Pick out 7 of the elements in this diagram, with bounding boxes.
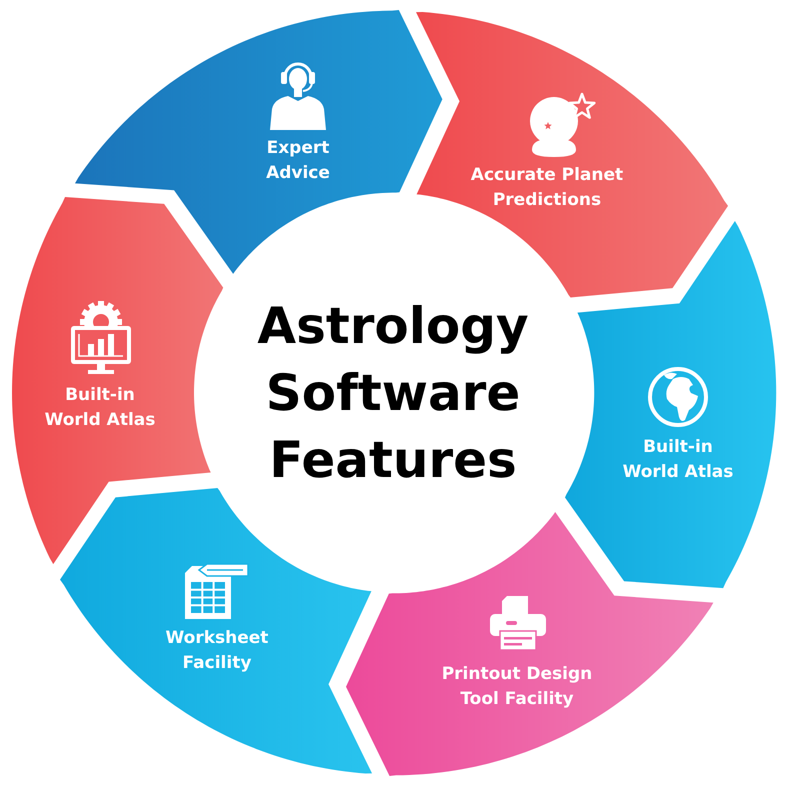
feature-label: Expert Advice: [265, 136, 331, 185]
feature-label: Built-in World Atlas: [622, 436, 734, 484]
diagram-title: Astrology Software Features: [256, 296, 530, 491]
feature-label: Accurate Planet Predictions: [470, 164, 624, 212]
feature-label: Printout Design Tool Facility: [440, 662, 594, 711]
feature-label: Built-in World Atlas: [44, 384, 156, 432]
feature-label: Worksheet Facility: [164, 626, 270, 675]
